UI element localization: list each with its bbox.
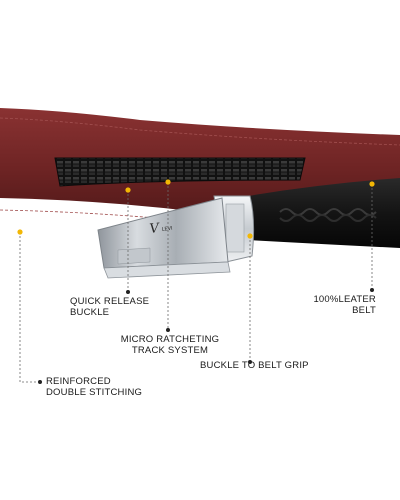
callout-stitching-line1: REINFORCED <box>46 376 111 387</box>
callout-markers <box>17 179 375 239</box>
callout-leather-line2: BELT <box>352 305 376 316</box>
callout-micro-ratchet-line2: TRACK SYSTEM <box>131 345 209 356</box>
callout-quick-release: QUICK RELEASE BUCKLE <box>70 296 149 318</box>
callout-quick-release-line2: BUCKLE <box>70 307 110 318</box>
marker-buckle-grip <box>247 233 253 239</box>
marker-stitching <box>17 229 23 235</box>
brand-logo-mark: V <box>149 221 162 237</box>
callout-leather-line1: 100%LEATER <box>313 294 376 305</box>
leader-lines <box>19 182 373 383</box>
callout-micro-ratchet-line1: MICRO RATCHETING <box>120 334 220 345</box>
callout-buckle-grip: BUCKLE TO BELT GRIP <box>200 360 309 371</box>
leader-end-dots <box>38 288 374 384</box>
callout-stitching-line2: DOUBLE STITCHING <box>46 387 143 398</box>
callout-micro-ratchet: MICRO RATCHETING TRACK SYSTEM <box>120 334 220 356</box>
ratchet-buckle <box>97 195 255 279</box>
brand-logo-sub: LEVI <box>161 226 172 233</box>
leader-stitching <box>19 232 40 383</box>
marker-quick-release <box>125 187 131 193</box>
brand-logo: V LEVI <box>149 221 173 237</box>
callout-leather: 100%LEATER BELT <box>296 294 376 316</box>
marker-leather <box>369 181 375 187</box>
black-leather-strap <box>248 178 400 248</box>
marker-micro-ratchet <box>165 179 171 185</box>
callout-stitching: REINFORCED DOUBLE STITCHING <box>46 376 142 398</box>
callout-quick-release-line1: QUICK RELEASE <box>70 296 150 307</box>
callout-buckle-grip-line1: BUCKLE TO BELT GRIP <box>200 360 309 371</box>
